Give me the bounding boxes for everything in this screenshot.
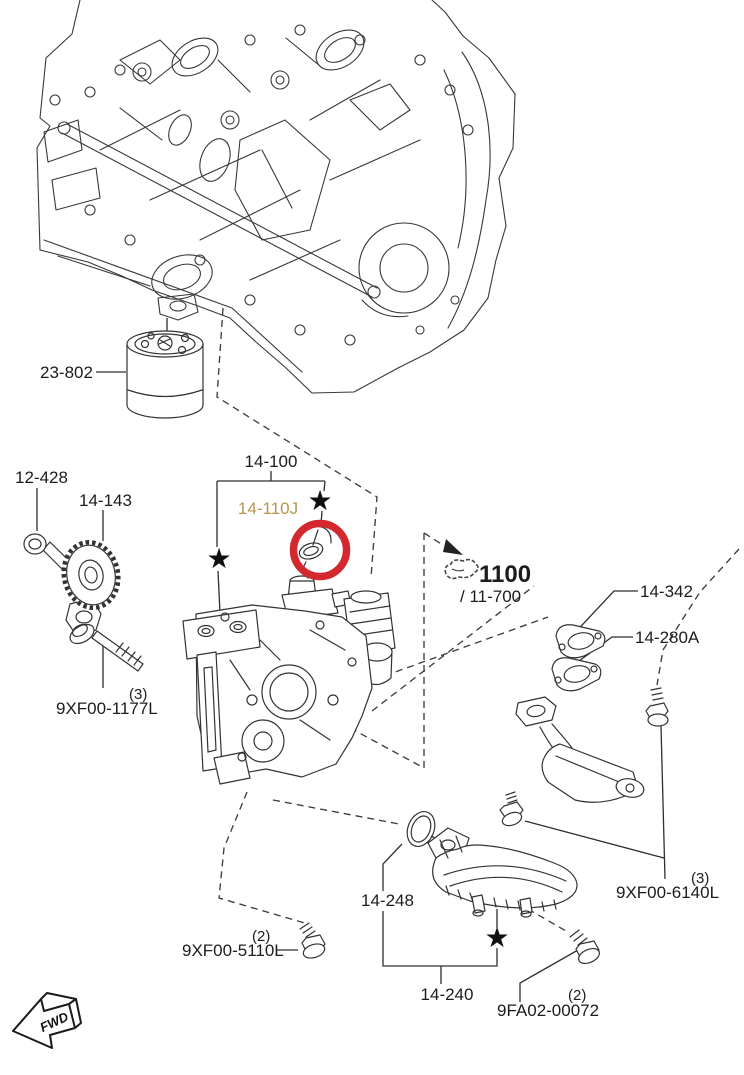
oil-strainer-drawing [406, 811, 578, 918]
highlight-circle [289, 519, 351, 581]
label-leader-lines [36, 318, 666, 1002]
part-label-14-240[interactable]: 14-240 [421, 985, 474, 1004]
ref-callout-1100: 1100 / 11-700 [444, 558, 531, 606]
qty-9xf00-5110l: (2) [252, 928, 270, 945]
ref-code[interactable]: 1100 [479, 561, 531, 588]
direction-arrowhead [443, 539, 463, 555]
sprocket-drawing [61, 539, 121, 636]
oil-pump-assembly-drawing [182, 575, 396, 785]
fitting-marker-star: ★ [206, 543, 231, 574]
engine-block-drawing [36, 0, 516, 394]
part-label-14-342[interactable]: 14-342 [640, 582, 693, 601]
part-label-9xf00-5110l[interactable]: 9XF00-5110L [182, 941, 284, 960]
part-label-14-248[interactable]: 14-248 [361, 891, 414, 910]
part-label-14-143[interactable]: 14-143 [79, 491, 132, 510]
qty-9fa02-00072: (2) [568, 987, 586, 1004]
qty-9xf00-1177l: (3) [129, 686, 147, 703]
ref-sub-code[interactable]: / 11-700 [460, 587, 521, 606]
part-label-14-100[interactable]: 14-100 [245, 452, 298, 471]
part-label-12-428[interactable]: 12-428 [15, 468, 68, 487]
bolt-9xf00-5110l-drawing [299, 922, 326, 959]
part-label-14-280a[interactable]: 14-280A [635, 628, 700, 647]
part-label-9xf00-1177l[interactable]: 9XF00-1177L [56, 699, 158, 718]
part-label-9fa02-00072[interactable]: 9FA02-00072 [497, 1001, 599, 1020]
oil-pipe-and-gaskets-drawing [515, 624, 645, 803]
mini-engine-icon [444, 558, 479, 580]
part-label-9xf00-6140l[interactable]: 9XF00-6140L [616, 883, 719, 902]
fitting-marker-star: ★ [307, 485, 332, 516]
bolts-9xf00-6140l-drawing [499, 687, 669, 827]
bolt-9xf00-1177l-drawing [69, 623, 144, 672]
part-label-14-110j[interactable]: 14-110J [238, 499, 298, 518]
part-label-23-802[interactable]: 23-802 [40, 363, 93, 382]
qty-9xf00-6140l: (3) [691, 870, 709, 887]
oil-filter-drawing [126, 330, 204, 419]
fwd-direction-arrow: FWD [12, 992, 82, 1049]
highlighted-o-ring [289, 519, 351, 581]
bolt-9fa02-00072-drawing [569, 929, 600, 965]
fitting-marker-star: ★ [484, 922, 509, 953]
